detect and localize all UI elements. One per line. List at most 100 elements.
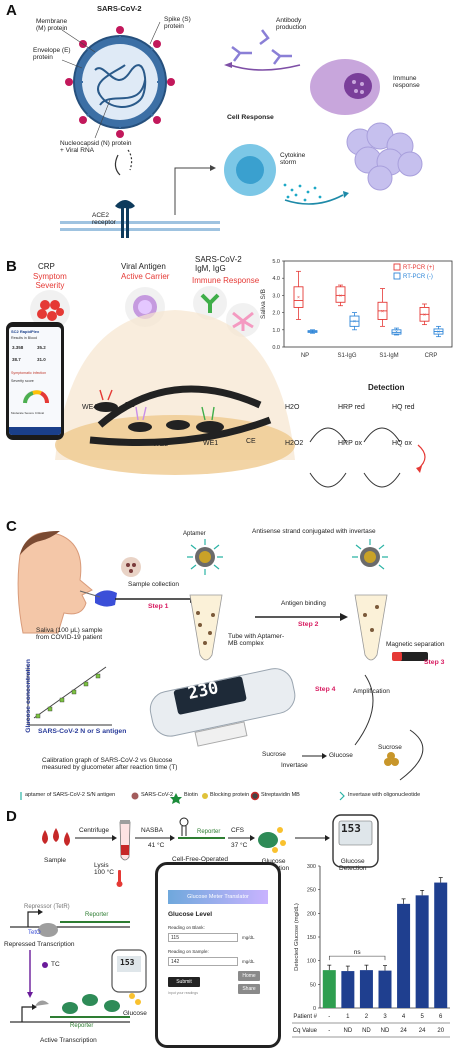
virus-icon [65, 26, 175, 138]
box [293, 286, 304, 308]
sample-dish-icon [121, 557, 141, 577]
phone-app-title: SC2 RapidPlex [11, 329, 40, 334]
blank-label: Reading on Blank: [168, 925, 205, 930]
patient-label: 4 [402, 1014, 406, 1020]
phone-assessment: Symptomatic infection [11, 371, 47, 375]
glucose-app-phone: Glucose Meter Translator Glucose Level R… [155, 862, 281, 1048]
legend-label: RT-PCR (-) [403, 274, 433, 280]
nasba-label: NASBA [141, 827, 164, 834]
mean-marker: × [297, 295, 300, 301]
we1-label: WE1 [203, 440, 219, 447]
app-header: Glucose Meter Translator [168, 890, 268, 904]
repressor-label: Repressor (TetR) [24, 904, 70, 910]
active-label: Active Transcription [40, 1037, 97, 1044]
magnet-icon [398, 652, 428, 661]
we3-label: WE3 [117, 440, 133, 447]
hrp-ox-label: HRP ox [338, 440, 362, 447]
cq-label: ND [381, 1028, 390, 1034]
thermometer-icon [116, 870, 123, 887]
step4-label: Step 4 [315, 686, 336, 693]
immune-response-label: Immune response [393, 75, 420, 90]
tetr-icon [38, 923, 58, 937]
sample-field-label: Reading on Sample: [168, 949, 209, 954]
magnetic-label: Magnetic separation [386, 641, 445, 648]
y-tick-label: 200 [307, 911, 316, 917]
crp-icon [37, 300, 64, 321]
app-title: Glucose Level [168, 911, 213, 918]
y-tick-label: 150 [307, 935, 316, 941]
cell-response-label: Cell Response [227, 114, 274, 121]
legend-label: RT-PCR (+) [403, 265, 434, 271]
y-axis-label: Detected Glucose (mg/dL) [294, 903, 300, 971]
patient-row-label: Patient # [293, 1014, 317, 1020]
legend-sars: SARS-CoV-2 [141, 792, 174, 798]
legend-streptavidin: Streptavidin MB [261, 792, 300, 798]
lysis-label: Lysis 100 °C [94, 862, 114, 877]
igg-icon [200, 293, 220, 313]
legend-swatch [393, 272, 401, 280]
h2o2-label: H2O2 [285, 440, 304, 447]
cytokine-label: Cytokine storm [280, 152, 306, 167]
y-tick-label: 1.0 [272, 328, 280, 334]
bar [415, 895, 429, 1008]
cq-label: 24 [400, 1028, 407, 1034]
share-button[interactable]: Share [238, 984, 260, 994]
y-tick-label: 250 [307, 888, 316, 894]
glucose-conc-label: Glucose concentration [24, 659, 32, 733]
cq-row-label: Cq Value [293, 1028, 318, 1034]
immune-cells-icon [346, 122, 423, 191]
home-button[interactable]: Home [238, 971, 260, 981]
phone-v3: 38.7 [12, 357, 21, 362]
cq-label: ND [344, 1028, 353, 1034]
bar [322, 970, 336, 1008]
sars-igm-title: SARS-CoV-2 IgM, IgG [195, 255, 242, 274]
blank-input[interactable]: 115 [168, 933, 238, 942]
legend-swatch [393, 263, 401, 271]
glucose-bottom-label: Glucose [123, 1010, 147, 1017]
bar [434, 882, 448, 1008]
reporter-top-label: Reporter [197, 829, 221, 835]
calibration-caption: Calibration graph of SARS-CoV-2 vs Gluco… [42, 757, 178, 772]
y-tick-label: 0.0 [272, 345, 280, 351]
ns-bracket [328, 955, 386, 961]
legend-biotin: Biotin [184, 792, 198, 798]
amplification-label: Amplification [353, 688, 390, 695]
tube-label: Tube with Aptamer- MB complex [228, 633, 285, 648]
hq-red-label: HQ red [392, 404, 415, 411]
y-tick-label: 4.0 [272, 276, 280, 282]
submit-button[interactable]: Submit [168, 977, 200, 987]
active-carrier-label: Active Carrier [121, 272, 170, 281]
repressed-label: Repressed Transcription [4, 941, 75, 948]
bar [397, 903, 411, 1008]
tube-1-icon [189, 594, 223, 661]
cq-label: 20 [437, 1028, 444, 1034]
envelope-label: Envelope (E) protein [33, 47, 71, 62]
sensor-trace [97, 385, 262, 428]
sample-input[interactable]: 142 [168, 957, 238, 966]
app-hint: Input your readings [168, 991, 198, 995]
y-tick-label: 50 [310, 982, 316, 988]
cfs-label: CFS [231, 827, 244, 834]
patient-label: 2 [365, 1014, 369, 1020]
panel-letter-b: B [6, 258, 17, 275]
phone-v2: 35.2 [37, 345, 46, 350]
membrane-label: Membrane (M) protein [36, 18, 68, 33]
h2o-label: H2O [285, 404, 300, 411]
mean-marker: × [311, 330, 314, 336]
ace2-label: ACE2 receptor [92, 212, 116, 227]
hq-ox-label: HQ ox [392, 440, 412, 447]
reporter-bottom-label: Reporter [70, 1023, 94, 1029]
mean-marker: × [353, 319, 356, 325]
antisense-label: Antisense strand conjugated with inverta… [252, 528, 376, 535]
mean-marker: × [395, 330, 398, 336]
cq-label: ND [362, 1028, 371, 1034]
y-tick-label: 100 [307, 959, 316, 965]
ns-annotation: ns [354, 949, 362, 956]
legend-blocking: Blocking protein [210, 792, 250, 798]
igm-icon [232, 311, 254, 331]
panel-d-graphic [10, 814, 379, 1023]
sample-label: Sample [44, 857, 67, 864]
mean-marker: × [437, 330, 440, 336]
y-tick-label: 300 [307, 864, 316, 870]
